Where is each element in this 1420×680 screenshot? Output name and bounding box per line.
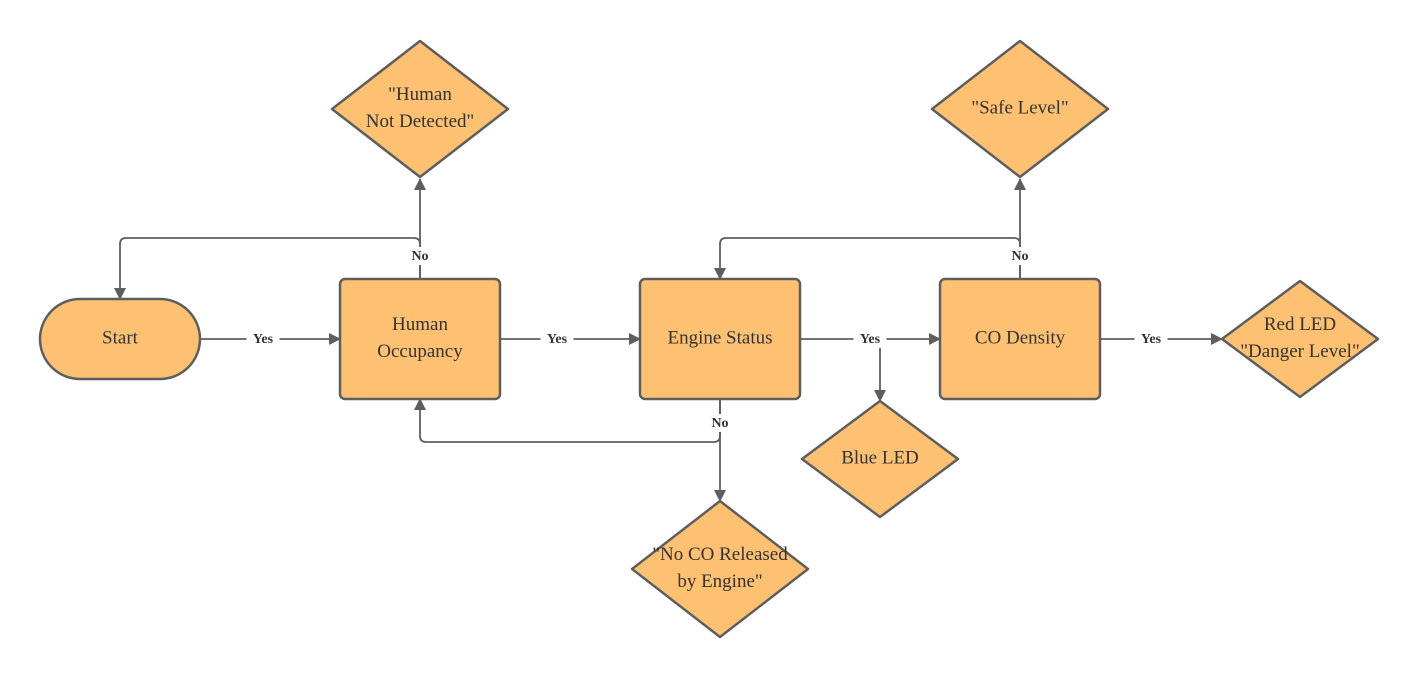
- edge-label-text: Yes: [860, 332, 881, 347]
- node-label-line: Human: [392, 314, 448, 335]
- process-box-shape: [638, 277, 802, 401]
- edge-label-background: [1134, 330, 1168, 348]
- process-box-shape: [938, 277, 1102, 401]
- node-label-line: Red LED: [1264, 314, 1336, 335]
- node-red-led: Red LED "Danger Level": [1220, 279, 1380, 399]
- edge-label-background: [1008, 247, 1032, 265]
- edge-label-text: Yes: [1141, 332, 1162, 347]
- edge-label-start-to-human-occupancy: Yes: [246, 330, 280, 348]
- node-label-line: Start: [102, 327, 139, 348]
- node-label-line: "Safe Level": [971, 97, 1068, 118]
- edge-label-human-occupancy-to-human-not-detected: No: [408, 247, 432, 265]
- connector-human-occupancy-to-start: [114, 237, 421, 300]
- edge-label-text: No: [411, 249, 428, 264]
- connector-co-density-to-engine-status: [714, 237, 1021, 280]
- terminator-shape: [38, 297, 202, 381]
- edge-label-background: [540, 330, 574, 348]
- edge-label-text: No: [1011, 249, 1028, 264]
- edge-label-text: Yes: [253, 332, 274, 347]
- node-label-line: "Human: [388, 84, 452, 105]
- node-label-line: by Engine": [677, 571, 762, 592]
- node-label-line: "Danger Level": [1240, 341, 1359, 362]
- edge-label-text: Yes: [547, 332, 568, 347]
- edge-label-background: [408, 247, 432, 265]
- edge-label-engine-status-to-no-co-released: No: [708, 414, 732, 432]
- decision-diamond-shape: [630, 499, 810, 639]
- process-box-shape: [338, 277, 502, 401]
- connector-engine-status-to-human-occupancy: [414, 398, 721, 443]
- node-blue-led: Blue LED: [800, 399, 960, 519]
- node-label-line: CO Density: [975, 327, 1066, 348]
- node-no-co-released: "No CO Released by Engine": [630, 499, 810, 639]
- edge-label-background: [853, 330, 887, 348]
- node-label-line: Not Detected": [366, 111, 475, 132]
- edge-label-background: [246, 330, 280, 348]
- node-label-line: Occupancy: [377, 341, 463, 362]
- edge-label-human-occupancy-to-engine-status: Yes: [540, 330, 574, 348]
- node-engine-status: Engine Status: [638, 277, 802, 401]
- edge-label-co-density-to-red-led: Yes: [1134, 330, 1168, 348]
- node-safe-level: "Safe Level": [930, 39, 1110, 179]
- node-label-line: "No CO Released: [652, 544, 788, 565]
- edge-label-background: [708, 414, 732, 432]
- decision-diamond-shape: [800, 399, 960, 519]
- decision-diamond-shape: [930, 39, 1110, 179]
- node-label-line: Blue LED: [841, 447, 919, 468]
- edge-label-text: No: [711, 416, 728, 431]
- edge-label-co-density-to-safe-level: No: [1008, 247, 1032, 265]
- node-start: Start: [38, 297, 202, 381]
- decision-diamond-shape: [1220, 279, 1380, 399]
- node-label-line: Engine Status: [667, 327, 772, 348]
- edge-label-engine-status-to-co-density: Yes: [853, 330, 887, 348]
- decision-diamond-shape: [330, 39, 510, 179]
- node-co-density: CO Density: [938, 277, 1102, 401]
